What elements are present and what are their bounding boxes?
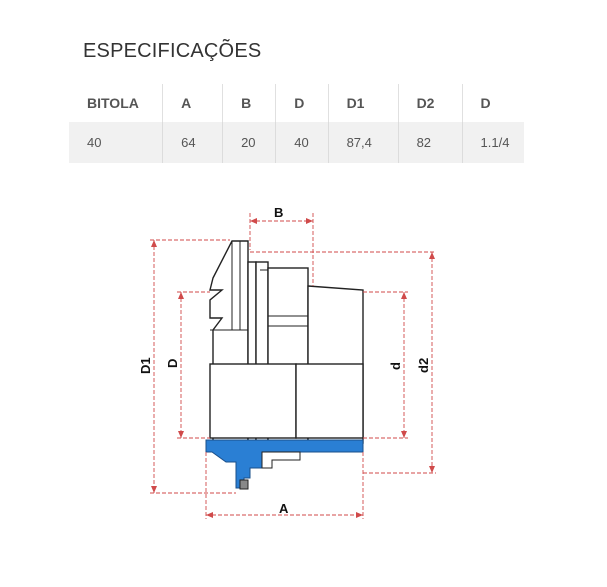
label-a: A	[279, 501, 289, 516]
header-d: D	[275, 84, 329, 122]
cell-d-thread: 1.1/4	[462, 122, 524, 163]
label-d1: D1	[138, 357, 153, 374]
cell-d2: 82	[398, 122, 463, 163]
inner-bore-right	[295, 363, 364, 439]
cell-bitola: 40	[69, 122, 164, 163]
table-row: 40 64 20 40 87,4 82 1.1/4	[69, 122, 524, 163]
header-d1: D1	[328, 84, 399, 122]
inner-bore	[209, 363, 297, 439]
cell-d: 40	[275, 122, 329, 163]
specifications-table: BITOLA A B D D1 D2 D 40 64 20 40 87,4 82…	[69, 84, 524, 163]
seal-section	[205, 439, 364, 490]
dimension-arrows	[151, 218, 435, 518]
label-d2: d2	[416, 358, 431, 373]
cell-a: 64	[162, 122, 224, 163]
label-d-left: D	[165, 359, 180, 368]
section-title: ESPECIFICAÇÕES	[83, 40, 262, 62]
header-b: B	[222, 84, 277, 122]
dimension-lines	[150, 213, 436, 519]
seal-clip	[261, 451, 301, 469]
header-d2: D2	[398, 84, 463, 122]
header-a: A	[162, 84, 224, 122]
header-bitola: BITOLA	[69, 84, 164, 122]
table-header-row: BITOLA A B D D1 D2 D	[69, 84, 524, 122]
fitting-body	[209, 240, 364, 444]
header-d-thread: D	[480, 95, 491, 111]
cell-d1: 87,4	[328, 122, 399, 163]
label-b: B	[274, 205, 283, 220]
label-d-right: d	[388, 362, 403, 370]
detail-lines	[210, 241, 363, 438]
cell-b: 20	[222, 122, 277, 163]
